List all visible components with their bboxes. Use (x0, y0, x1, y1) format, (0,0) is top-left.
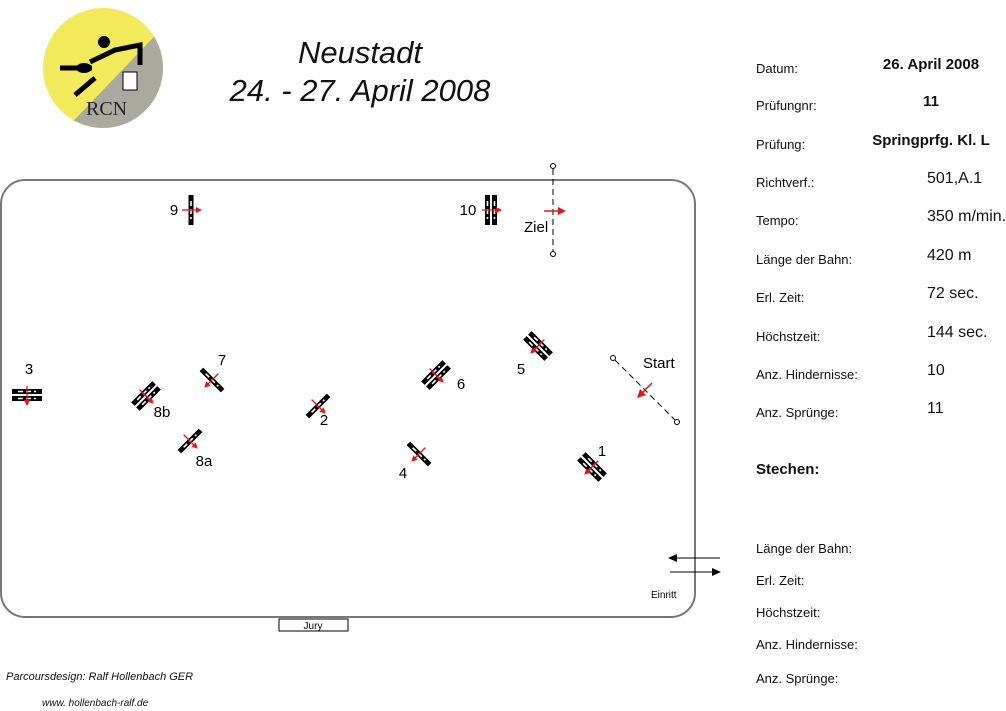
fence-number: 4 (399, 465, 407, 482)
stechen-label: Höchstzeit: (756, 605, 821, 620)
info-value: Springprfg. Kl. L (872, 132, 990, 149)
fence-10 (482, 195, 502, 225)
stechen-heading: Stechen: (756, 461, 820, 478)
info-label: Datum: (756, 61, 798, 76)
info-value: 72 sec. (927, 285, 979, 302)
fence-number: 7 (218, 352, 226, 369)
event-place: Neustadt (297, 35, 423, 70)
fence-number: 1 (598, 443, 606, 460)
entry-label: Einritt (651, 590, 677, 601)
fence-number: 8a (196, 453, 213, 470)
info-label: Prüfung: (756, 137, 806, 152)
direction-arrow-icon (496, 207, 502, 213)
info-label: Erl. Zeit: (756, 290, 805, 305)
info-value: 10 (927, 362, 945, 379)
arena-boundary (0, 179, 696, 618)
info-label: Höchstzeit: (756, 329, 821, 344)
info-label: Tempo: (756, 213, 799, 228)
info-value: 26. April 2008 (882, 56, 980, 73)
direction-arrow-icon (24, 400, 30, 406)
club-logo: RCN (43, 8, 163, 128)
course-map: 1 2 3 4 5 6 7 8a 8b 9 10 Jury Ziel Start Einritt (0, 163, 721, 632)
info-label: Anz. Hindernisse: (756, 367, 858, 382)
website-link[interactable]: www. hollenbach-ralf.de (42, 698, 149, 709)
info-value: 350 m/min. (927, 208, 1006, 225)
start-line (610, 355, 680, 425)
fence-3 (12, 386, 42, 406)
fence-number: 5 (517, 361, 525, 378)
fence-number: 9 (170, 202, 178, 219)
event-dates: 24. - 27. April 2008 (229, 73, 491, 108)
info-label: Anz. Sprünge: (756, 405, 839, 420)
fence-8b (131, 381, 161, 411)
stechen-label: Länge der Bahn: (756, 541, 853, 556)
info-value: 11 (927, 400, 944, 417)
info-value: 501,A.1 (927, 170, 983, 187)
jury-label: Jury (304, 621, 323, 632)
fence-5 (523, 331, 553, 361)
finish-label: Ziel (524, 219, 548, 236)
fence-number: 3 (25, 361, 33, 378)
fence-9 (182, 195, 202, 225)
info-label: Länge der Bahn: (756, 252, 853, 267)
fence-number: 6 (457, 376, 465, 393)
fence-number: 8b (154, 404, 171, 421)
direction-arrow-icon (196, 207, 202, 213)
stechen-label: Anz. Sprünge: (756, 671, 839, 686)
info-value: 144 sec. (927, 324, 988, 341)
info-label: Richtverf.: (756, 175, 815, 190)
fence-6 (421, 360, 451, 390)
info-label: Prüfungnr: (756, 98, 817, 113)
designer-credit: Parcoursdesign: Ralf Hollenbach GER (6, 671, 194, 683)
info-value: 420 m (927, 247, 972, 264)
stechen-label: Erl. Zeit: (756, 573, 805, 588)
fence-4 (406, 441, 432, 467)
info-value: 11 (923, 93, 939, 110)
svg-text:RCN: RCN (86, 98, 127, 120)
fence-2 (305, 393, 331, 419)
start-label: Start (643, 355, 676, 372)
entry-arrows (668, 554, 721, 576)
jury-box (278, 618, 349, 632)
fence-number: 2 (320, 412, 328, 429)
finish-line (544, 163, 566, 257)
fence-number: 10 (460, 202, 477, 219)
stechen-label: Anz. Hindernisse: (756, 637, 858, 652)
